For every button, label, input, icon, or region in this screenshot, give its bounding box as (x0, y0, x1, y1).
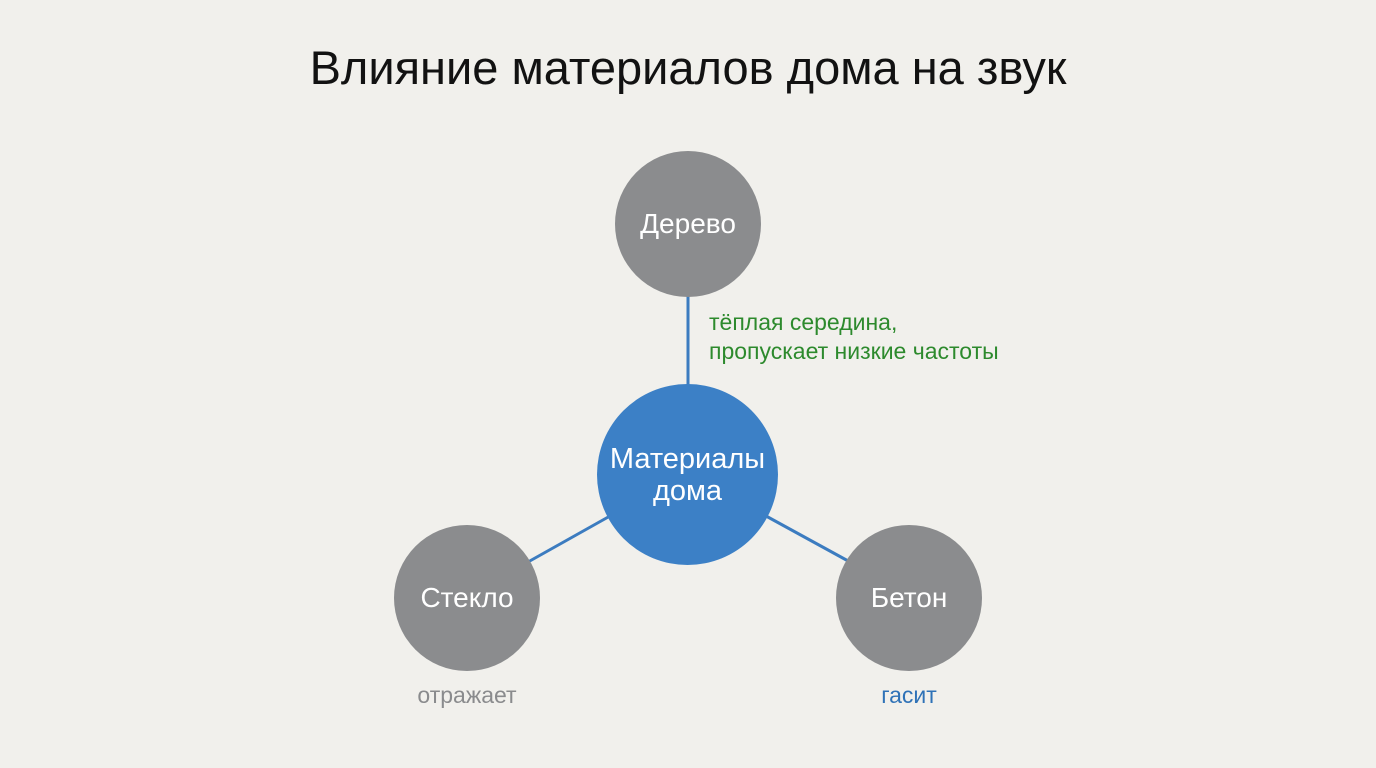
glass-note: отражает (417, 682, 517, 708)
node-concrete: Бетон (836, 525, 982, 671)
node-center-line1: Материалы (609, 442, 766, 475)
wood-note-line2: пропускает низкие частоты (709, 338, 999, 364)
wood-note-line1: тёплая середина, (709, 309, 898, 335)
wood-note: тёплая середина, пропускает низкие часто… (709, 308, 999, 366)
concrete-note: гасит (881, 682, 937, 708)
node-wood: Дерево (615, 151, 761, 297)
node-wood-label: Дерево (640, 208, 736, 239)
page-title: Влияние материалов дома на звук (309, 41, 1067, 94)
node-center-line2: дома (652, 474, 723, 507)
edge-glass (527, 514, 611, 564)
node-glass: Стекло (394, 525, 540, 671)
node-glass-label: Стекло (420, 582, 514, 613)
node-center-materials: Материалы дома (597, 384, 778, 565)
edge-concrete (765, 514, 851, 564)
node-concrete-label: Бетон (870, 582, 948, 613)
